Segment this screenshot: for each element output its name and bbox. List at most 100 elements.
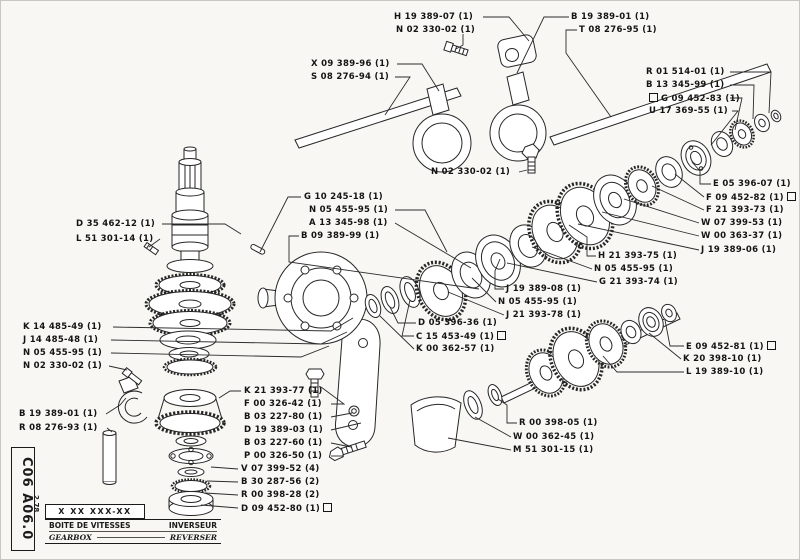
leader-line: [577, 223, 700, 251]
part-label: D 19 389-03 (1): [244, 425, 323, 435]
part-number-text: A 13 345-98 (1): [309, 218, 388, 228]
part-number-text: D 05 396-36 (1): [418, 318, 498, 328]
part-label: W 00 362-45 (1): [513, 432, 594, 442]
pinion-shaft-stack: [168, 435, 214, 516]
option-square-marker: [766, 341, 776, 350]
option-square-marker: [497, 331, 507, 340]
part-label: B 09 389-99 (1): [301, 231, 379, 241]
title-french: BOITE DE VITESSES: [49, 521, 131, 530]
leader-line: [112, 317, 354, 332]
part-label: K 14 485-49 (1): [23, 322, 102, 332]
title-divider: [96, 537, 165, 538]
part-label: L 51 301-14 (1): [76, 234, 153, 244]
part-number-text: N 02 330-02 (1): [396, 25, 476, 35]
subtitle-english: REVERSER: [169, 533, 217, 542]
leader-line: [200, 504, 239, 509]
part-label: C 15 453-49 (1): [416, 331, 509, 342]
leader-line: [210, 466, 239, 470]
leader-line: [330, 422, 362, 431]
leader-line: [395, 209, 448, 253]
part-label: F 21 393-73 (1): [706, 205, 784, 215]
leader-line: [447, 291, 505, 316]
part-number-text: G 09 452-83 (1): [661, 94, 740, 104]
option-square-marker: [649, 93, 658, 102]
part-number-text: K 14 485-49 (1): [23, 322, 102, 332]
leader-line: [483, 16, 530, 42]
leader-line: [206, 480, 239, 483]
part-label: X 09 389-96 (1): [311, 59, 390, 69]
part-number-text: L 51 301-14 (1): [76, 234, 154, 244]
leader-line: [494, 258, 504, 290]
part-label: R 00 398-28 (2): [241, 490, 320, 500]
part-number-text: D 19 389-03 (1): [244, 425, 324, 435]
part-number-text: C 15 453-49 (1): [416, 332, 495, 342]
part-label: V 07 399-52 (4): [241, 464, 320, 474]
part-label: K 21 393-77 (1): [244, 386, 323, 396]
part-label: B 03 227-80 (1): [244, 412, 322, 422]
leader-line: [623, 198, 700, 224]
part-number-text: E 05 396-07 (1): [713, 179, 791, 189]
part-label: D 09 452-80 (1): [241, 503, 335, 514]
part-label: N 05 455-95 (1): [309, 205, 388, 215]
leader-line: [110, 345, 330, 358]
fork-screw: [121, 367, 143, 386]
input-gear-cluster: [144, 273, 236, 377]
drawing-code: C06 A06.0: [19, 457, 34, 541]
part-label: E 05 396-07 (1): [713, 179, 791, 189]
leader-line: [320, 386, 346, 405]
part-label: N 02 330-02 (1): [431, 167, 510, 177]
part-number-text: H 21 393-75 (1): [598, 251, 678, 261]
part-label: F 00 326-42 (1): [244, 399, 322, 409]
leader-line: [288, 235, 480, 290]
part-number-text: W 00 362-45 (1): [513, 432, 595, 442]
part-label: A 13 345-98 (1): [309, 218, 388, 228]
leader-line: [110, 331, 348, 345]
part-number-text: F 00 326-42 (1): [244, 399, 322, 409]
part-number-text: B 09 389-99 (1): [301, 231, 380, 241]
dowel-pin: [143, 241, 160, 256]
part-label: R 01 514-01 (1): [646, 67, 725, 77]
part-label: K 20 398-10 (1): [683, 354, 762, 364]
part-label: J 19 389-08 (1): [506, 284, 581, 294]
part-label: W 07 399-53 (1): [701, 218, 782, 228]
part-label: B 13 345-99 (1): [646, 80, 724, 90]
part-label: B 19 389-01 (1): [19, 409, 97, 419]
part-label: N 05 455-95 (1): [23, 348, 102, 358]
part-number-text: N 02 330-02 (1): [23, 361, 103, 371]
spacer-rings: [364, 276, 421, 319]
part-number-text: B 19 389-01 (1): [571, 12, 650, 22]
drive-pin: [250, 243, 266, 255]
part-label: N 05 455-95 (1): [594, 264, 673, 274]
option-square-marker: [786, 192, 796, 201]
leader-line: [401, 299, 414, 337]
input-shaft: [166, 146, 214, 273]
part-number-text: N 05 455-95 (1): [23, 348, 103, 358]
leader-line: [518, 169, 528, 173]
leader-line: [394, 222, 472, 269]
selector-clamp: [497, 34, 537, 68]
shift-fork-left: [412, 83, 472, 173]
part-number-text: R 08 276-93 (1): [19, 423, 98, 433]
plate-bolt-vertical: [305, 368, 325, 398]
part-label: N 05 455-95 (1): [498, 297, 577, 307]
leader-line: [108, 365, 128, 371]
part-number-text: V 07 399-52 (4): [241, 464, 320, 474]
part-label: J 19 389-06 (1): [701, 245, 776, 255]
part-number-text: N 05 455-95 (1): [498, 297, 578, 307]
part-label: T 08 276-95 (1): [579, 25, 657, 35]
leader-line: [648, 332, 682, 360]
leader-line: [389, 306, 416, 324]
part-number-text: W 00 363-37 (1): [701, 231, 783, 241]
part-label: B 30 287-56 (2): [241, 477, 319, 487]
leader-line: [474, 416, 512, 438]
part-number-text: N 05 455-95 (1): [594, 264, 674, 274]
leader-line: [330, 442, 352, 448]
leader-line: [259, 196, 301, 253]
part-label: W 00 363-37 (1): [701, 231, 782, 241]
title-row-french: BOITE DE VITESSES INVERSEUR: [49, 521, 217, 532]
leader-line: [651, 185, 705, 211]
part-number-text: D 35 462-12 (1): [76, 219, 156, 229]
part-number-text: J 21 393-78 (1): [506, 310, 582, 320]
part-number-text: B 13 345-99 (1): [646, 80, 725, 90]
